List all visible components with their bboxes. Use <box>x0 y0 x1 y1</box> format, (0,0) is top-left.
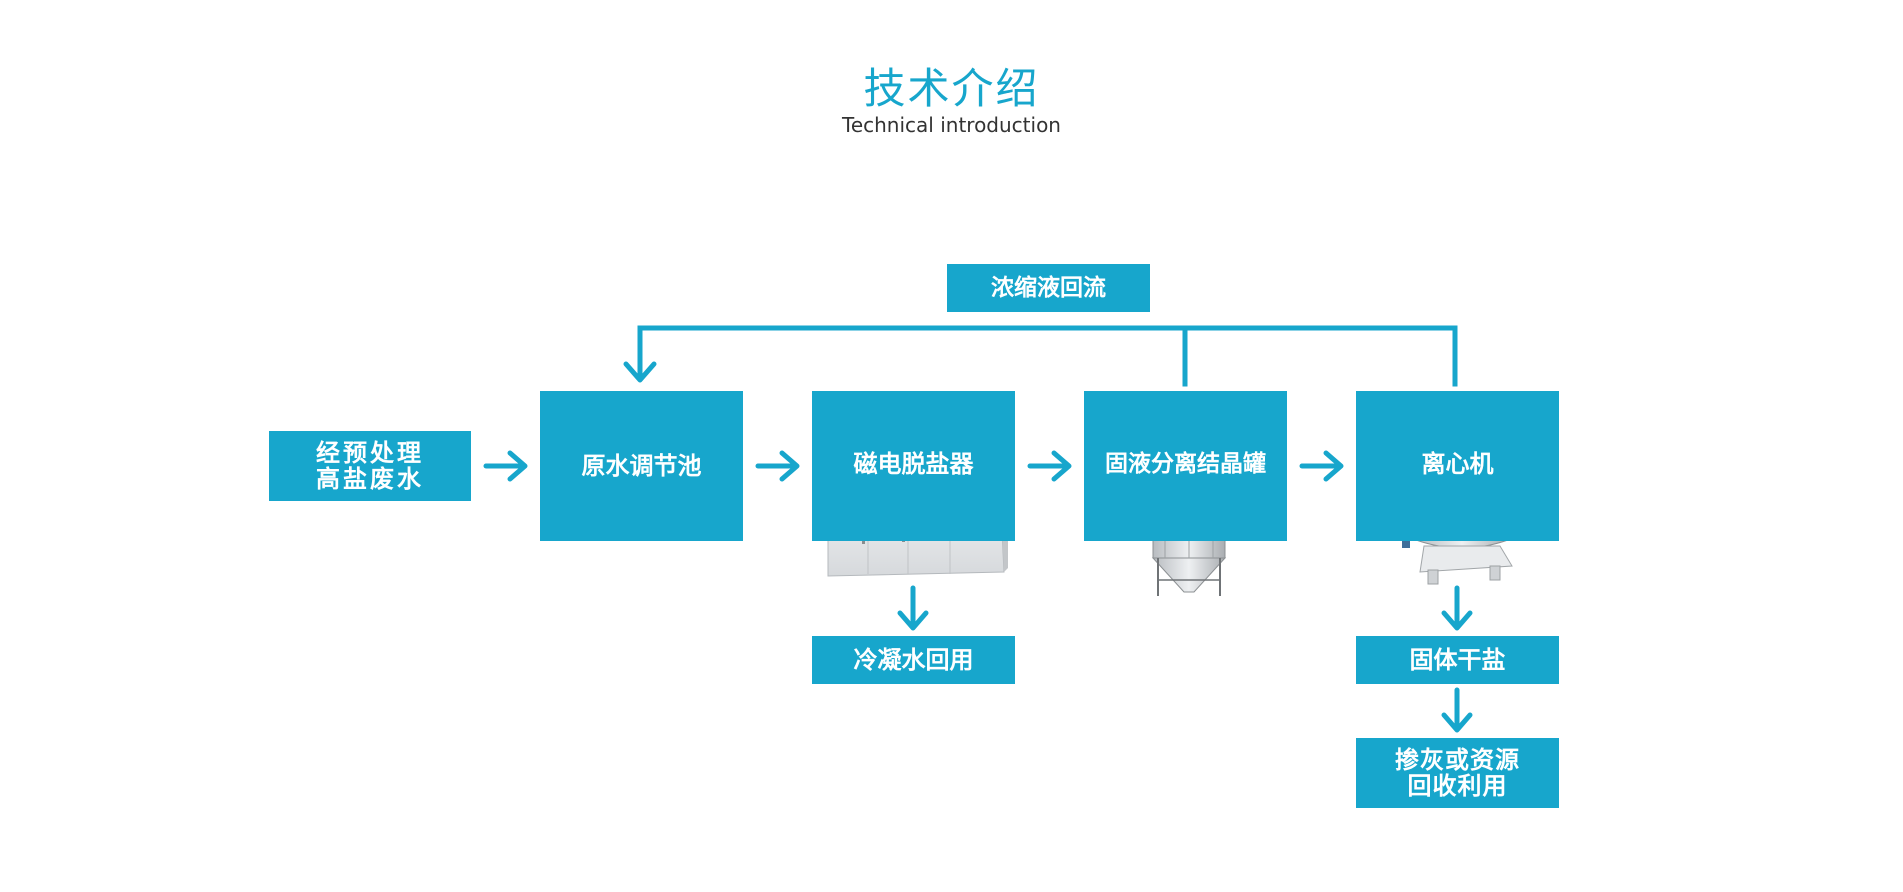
arrow-down-solid-salt <box>1441 585 1473 631</box>
page-title: 技术介绍 <box>863 64 1040 113</box>
resource-recycle-box: 掺灰或资源 回收利用 <box>1356 738 1559 808</box>
solid-salt-box: 固体干盐 <box>1356 636 1559 684</box>
page-subtitle: Technical introduction <box>842 113 1061 137</box>
arrow-down-recycle <box>1441 687 1473 733</box>
arrow-down-condensate <box>897 585 929 631</box>
centrifuge-box: 离心机 <box>1356 391 1559 541</box>
feedback-arrow-head <box>623 361 657 383</box>
recycle-box-line2: 回收利用 <box>1407 772 1508 800</box>
feedback-loop-line <box>637 325 1458 387</box>
arrow-right-4 <box>1299 450 1344 482</box>
arrow-right-3 <box>1027 450 1072 482</box>
condensate-reuse-box: 冷凝水回用 <box>812 636 1015 684</box>
arrow-right-1 <box>483 450 528 482</box>
crystal-tank-box: 固液分离结晶罐 <box>1084 391 1287 541</box>
raw-water-pool-box: 原水调节池 <box>540 391 743 541</box>
arrow-right-2 <box>755 450 800 482</box>
recycle-box-line1: 掺灰或资源 <box>1395 746 1520 774</box>
feedback-label-box: 浓缩液回流 <box>947 264 1150 312</box>
desalinator-box: 磁电脱盐器 <box>812 391 1015 541</box>
input-box-line1: 经预处理 <box>316 439 424 467</box>
input-box-pretreated-wastewater: 经预处理 高盐废水 <box>269 431 471 501</box>
input-box-line2: 高盐废水 <box>316 465 424 493</box>
